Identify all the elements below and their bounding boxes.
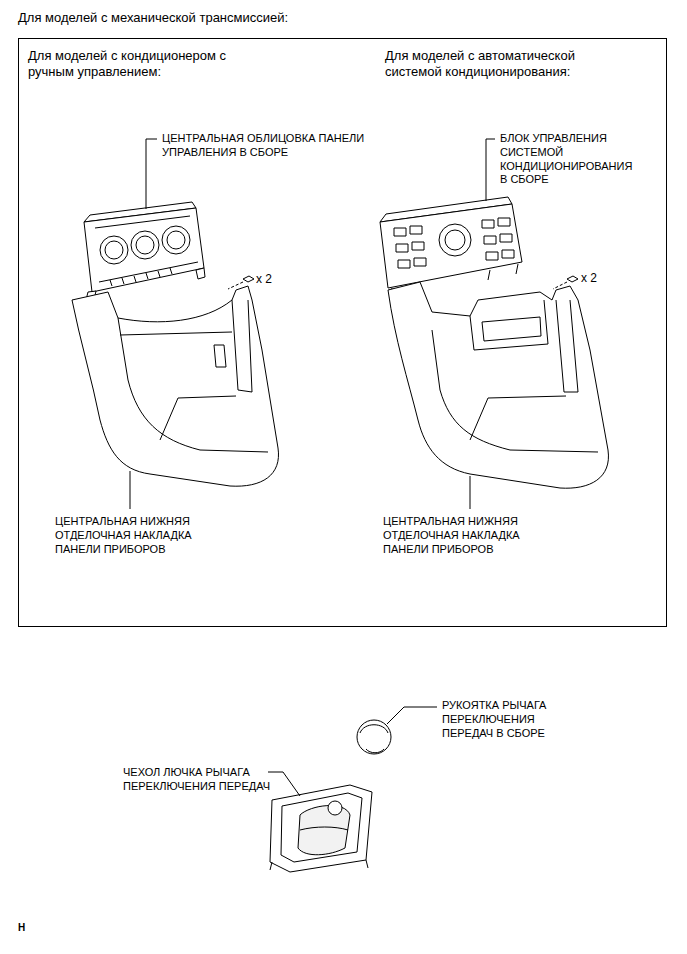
page-heading: Для моделей с механической трансмиссией:: [18, 10, 658, 26]
part-name: ЦЕНТРАЛЬНАЯ ОБЛИЦОВКА ПАНЕЛИ УПРАВЛЕНИЯ …: [162, 132, 367, 160]
leader-line: [130, 139, 495, 796]
section-heading: Для моделей с кондиционером с ручным упр…: [28, 48, 248, 81]
shift-boot-cover: [270, 785, 372, 872]
section-heading: Для моделей с автоматической системой ко…: [385, 48, 605, 81]
part-name: ЧЕХОЛ ЛЮЧКА РЫЧАГА ПЕРЕКЛЮЧЕНИЯ ПЕРЕДАЧ: [123, 766, 288, 794]
screw-symbol: [228, 276, 254, 289]
figure-code: H: [18, 922, 38, 935]
part-name: БЛОК УПРАВЛЕНИЯ СИСТЕМОЙ КОНДИЦИОНИРОВАН…: [500, 132, 640, 187]
lower-trim-panel: [72, 286, 279, 486]
lower-trim-panel: [388, 282, 608, 488]
quantity-mark: x 2: [256, 272, 296, 287]
part-name: ЦЕНТРАЛЬНАЯ НИЖНЯЯ ОТДЕЛОЧНАЯ НАКЛАДКА П…: [383, 515, 553, 556]
climate-control-unit: [380, 197, 522, 298]
part-name: РУКОЯТКА РЫЧАГА ПЕРЕКЛЮЧЕНИЯ ПЕРЕДАЧ В С…: [442, 699, 572, 740]
part-name: ЦЕНТРАЛЬНАЯ НИЖНЯЯ ОТДЕЛОЧНАЯ НАКЛАДКА П…: [55, 515, 225, 556]
quantity-mark: x 2: [581, 271, 621, 286]
shift-knob: [357, 720, 391, 754]
screw-symbol: [553, 276, 578, 289]
control-panel-bezel: [84, 202, 205, 300]
